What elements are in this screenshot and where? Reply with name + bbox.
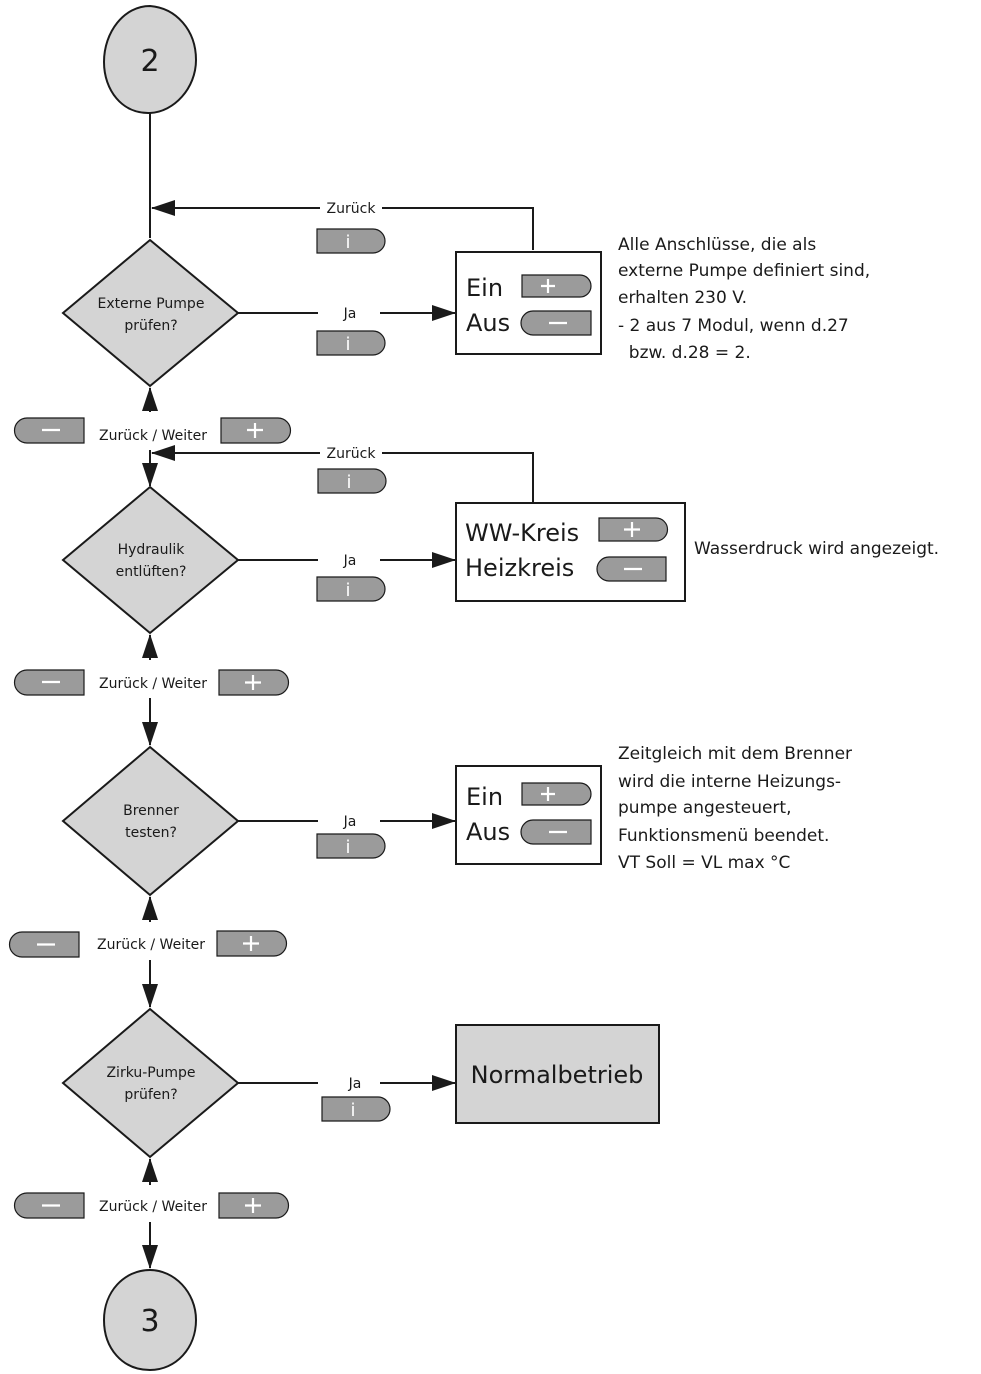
note-line: VT Soll = VL max °C (618, 853, 790, 873)
info-button-icon: i (345, 334, 350, 355)
info-button[interactable]: i (317, 468, 387, 494)
info-button[interactable]: i (316, 330, 386, 356)
back-loop-line (382, 452, 534, 502)
note-line: externe Pumpe definiert sind, (618, 261, 870, 281)
step-burner-test: Brenner testen? Ja i Ein Aus Zeitgleich … (8, 744, 852, 1008)
option-box (455, 251, 602, 355)
back-next-label: Zurück / Weiter (97, 937, 205, 953)
result-label: Normalbetrieb (471, 1061, 644, 1089)
yes-label: Ja (348, 1076, 362, 1092)
minus-button[interactable] (13, 417, 85, 444)
back-label: Zurück (327, 201, 377, 217)
decision-label-line2: entlüften? (116, 564, 187, 580)
info-button-icon: i (350, 1100, 355, 1121)
back-next-label: Zurück / Weiter (99, 1199, 207, 1215)
info-button-icon: i (345, 837, 350, 858)
decision-burner (61, 745, 240, 897)
minus-button[interactable] (520, 310, 592, 336)
minus-button[interactable] (8, 931, 80, 958)
info-button[interactable]: i (316, 576, 386, 602)
option-box (455, 502, 686, 602)
back-loop-line (382, 207, 534, 250)
start-connector-label: 2 (140, 44, 159, 79)
plus-button[interactable] (220, 417, 292, 444)
decision-label-line1: Brenner (123, 803, 179, 819)
yes-label: Ja (343, 306, 357, 322)
info-button-icon: i (345, 580, 350, 601)
minus-button[interactable] (596, 556, 667, 582)
plus-button[interactable] (216, 930, 288, 957)
plus-button-icon (245, 675, 261, 690)
plus-button-icon (541, 787, 555, 801)
info-button[interactable]: i (316, 228, 386, 254)
plus-button-icon (243, 936, 259, 951)
info-button[interactable]: i (321, 1096, 391, 1122)
note-line: - 2 aus 7 Modul, wenn d.27 (618, 316, 849, 336)
note-text: Alle Anschlüsse, die als externe Pumpe d… (618, 235, 870, 363)
plus-button[interactable] (521, 782, 592, 806)
note-line: erhalten 230 V. (618, 288, 747, 308)
result-box (455, 1024, 660, 1124)
plus-button-icon (245, 1198, 261, 1213)
decision-label-line1: Zirku-Pumpe (106, 1065, 195, 1081)
plus-button[interactable] (598, 517, 669, 542)
decision-hydraulics (61, 485, 240, 635)
info-button-icon: i (345, 232, 350, 253)
info-button[interactable]: i (316, 833, 386, 859)
option-line1: Ein (466, 783, 503, 811)
back-next-label: Zurück / Weiter (99, 676, 207, 692)
plus-button-icon (541, 279, 555, 293)
plus-button-icon (247, 423, 263, 438)
option-line2: Aus (466, 309, 510, 337)
minus-button[interactable] (13, 1192, 85, 1219)
step-external-pump: Externe Pumpe prüfen? Zurück i Ja i Ein … (13, 200, 870, 487)
info-button-icon: i (346, 472, 351, 493)
yes-label: Ja (343, 553, 357, 569)
note-line: wird die interne Heizungs- (618, 772, 841, 792)
option-line2: Aus (466, 818, 510, 846)
note-line: pumpe angesteuert, (618, 798, 792, 818)
step-hydraulics: Hydraulik entlüften? Zurück i Ja i WW-Kr… (13, 445, 939, 746)
plus-button[interactable] (218, 669, 290, 696)
option-line1: Ein (466, 274, 503, 302)
option-line2: Heizkreis (465, 554, 574, 582)
note-line: Wasserdruck wird angezeigt. (694, 539, 939, 559)
decision-label-line2: testen? (125, 825, 177, 841)
decision-label-line2: prüfen? (124, 318, 177, 334)
end-connector-label: 3 (140, 1304, 159, 1339)
option-line1: WW-Kreis (465, 519, 579, 547)
plus-button-icon (624, 522, 640, 537)
step-circulation-pump: Zirku-Pumpe prüfen? Ja i Normalbetrieb Z… (13, 1007, 660, 1269)
note-line: Funktionsmenü beendet. (618, 826, 829, 846)
minus-button[interactable] (13, 669, 85, 696)
back-label: Zurück (327, 446, 377, 462)
option-box (455, 765, 602, 865)
plus-button[interactable] (218, 1192, 290, 1219)
note-line: Zeitgleich mit dem Brenner (618, 744, 852, 764)
decision-circulation-pump (61, 1007, 240, 1159)
decision-external-pump (61, 238, 240, 388)
end-connector: 3 (102, 1268, 198, 1372)
plus-button[interactable] (521, 274, 592, 298)
note-line: bzw. d.28 = 2. (618, 343, 751, 363)
start-connector: 2 (102, 4, 198, 115)
back-next-label: Zurück / Weiter (99, 428, 207, 444)
note-line: Alle Anschlüsse, die als (618, 235, 816, 255)
yes-label: Ja (343, 814, 357, 830)
decision-label-line1: Hydraulik (118, 542, 186, 558)
minus-button[interactable] (520, 819, 592, 845)
note-text: Zeitgleich mit dem Brenner wird die inte… (618, 744, 852, 873)
decision-label-line1: Externe Pumpe (98, 296, 205, 312)
decision-label-line2: prüfen? (124, 1087, 177, 1103)
